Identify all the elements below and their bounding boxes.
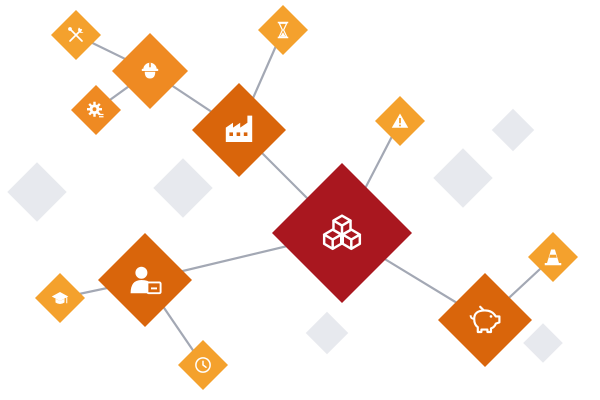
node-hourglass xyxy=(258,5,308,55)
tools-icon xyxy=(68,27,84,42)
node-worker xyxy=(111,32,189,110)
warning-icon xyxy=(391,113,409,128)
node-savings xyxy=(437,272,533,368)
hard-hat-worker-icon xyxy=(141,62,159,79)
piggy-bank-icon xyxy=(469,305,501,334)
decor-diamond xyxy=(523,323,563,363)
node-tools xyxy=(51,10,101,60)
node-warning xyxy=(375,96,425,146)
node-hub xyxy=(272,163,412,303)
nodes xyxy=(35,5,578,390)
decor-diamond xyxy=(153,158,213,218)
node-savings-diamond xyxy=(437,272,533,368)
graduation-cap-icon xyxy=(51,292,69,304)
node-employee-diamond xyxy=(97,232,193,328)
cubes-icon xyxy=(322,214,362,251)
decor-diamond xyxy=(7,162,67,222)
traffic-cone-icon xyxy=(544,249,562,266)
decor-diamond xyxy=(433,148,493,208)
node-clock xyxy=(178,340,228,390)
clock-icon xyxy=(195,357,211,373)
node-safety xyxy=(528,232,578,282)
decor-diamond xyxy=(491,108,535,152)
node-employee xyxy=(97,232,193,328)
node-settings xyxy=(71,85,121,135)
factory-icon xyxy=(225,115,253,142)
gear-settings-icon xyxy=(87,101,104,118)
node-education xyxy=(35,273,85,323)
decor-diamond xyxy=(305,311,349,355)
hourglass-icon xyxy=(277,21,289,39)
node-factory xyxy=(191,82,287,178)
employee-badge-icon xyxy=(130,266,162,295)
